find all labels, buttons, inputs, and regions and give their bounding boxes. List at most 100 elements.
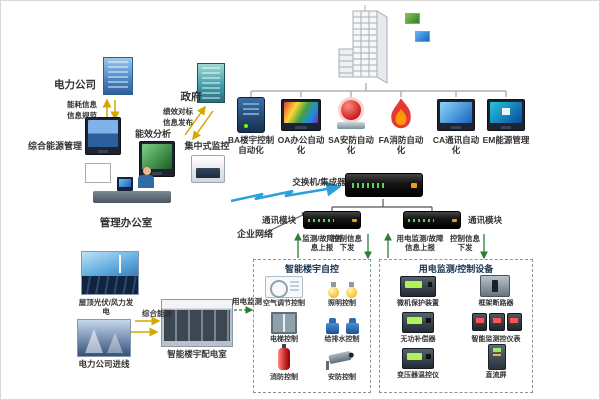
pump-icon <box>345 318 359 334</box>
operator-head-icon <box>143 167 151 175</box>
grid-incoming-label: 电力公司进线 <box>78 359 130 369</box>
elevator-control-label: 电梯控制 <box>270 336 298 343</box>
hvac-control-label: 空气调节控制 <box>263 300 305 307</box>
mgmt-screen <box>88 120 118 147</box>
comm-module-right-icon <box>403 211 461 229</box>
protection-device-icon <box>400 276 436 297</box>
meter-unit <box>489 313 505 331</box>
power-monitoring-label: 用电监测 <box>232 297 262 306</box>
distribution-room-label: 智能楼宇配电室 <box>167 349 227 359</box>
government-label: 政府 <box>180 91 202 103</box>
monitor-stand <box>500 126 512 129</box>
oa-monitor-icon <box>281 99 321 131</box>
bulb-icon <box>327 282 339 298</box>
compensator-icon <box>402 312 434 333</box>
grid-towers-photo <box>77 319 131 357</box>
distribution-room-photo <box>161 299 233 347</box>
efficiency-analysis-label: 能效分析 <box>134 129 171 139</box>
switch-icon <box>345 173 423 197</box>
dc-panel-icon <box>488 344 506 370</box>
em-screen <box>490 102 522 123</box>
building-auto-box: 智能楼宇自控 空气调节控制 照明控制 电梯控制 给排水控制 消防控制 安防控制 <box>253 259 371 393</box>
oa-screen <box>284 102 318 123</box>
camera-mount <box>326 361 329 370</box>
management-office-label: 管理办公室 <box>99 217 153 229</box>
integrated-energy-label: 综合能源 <box>142 309 172 318</box>
monitor-stand <box>295 126 307 129</box>
comm-module-left-icon <box>303 211 361 229</box>
monitor-stand <box>151 172 163 175</box>
ca-screen <box>440 102 472 123</box>
operator-body-icon <box>138 175 154 188</box>
desk-monitor-icon <box>117 177 133 191</box>
flow-report-right-label: 用电监测/故障信息上报 <box>396 234 444 252</box>
lighting-icon <box>324 272 360 298</box>
wireframe-building-icon <box>338 5 388 84</box>
transformer-temp-icon <box>402 348 434 369</box>
transformer-temp-label: 变压器温控仪 <box>397 372 439 379</box>
flow-report-left-label: 监测/故障信息上报 <box>302 234 342 252</box>
system-label-ba: BA楼宇控制自动化 <box>227 135 275 156</box>
projection-screen-icon <box>85 163 111 183</box>
elevator-icon <box>271 312 297 334</box>
bulb-icon <box>345 282 357 298</box>
building-auto-title: 智能楼宇自控 <box>284 264 339 274</box>
fire-extinguisher-icon <box>278 344 290 370</box>
integrated-mgmt-monitor-icon <box>85 117 121 155</box>
system-label-ca: CA通讯自动化 <box>432 135 480 156</box>
desk-icon <box>93 191 171 203</box>
monitor-stand <box>450 126 462 129</box>
rooftop-thumb-blue <box>415 31 430 42</box>
pv-wind-photo <box>81 251 139 295</box>
power-company-building-icon <box>103 57 133 95</box>
smart-meters-icon <box>472 313 522 331</box>
em-monitor-icon <box>487 99 525 131</box>
power-devices-title: 用电监测/控制设备 <box>418 264 494 274</box>
ca-monitor-icon <box>437 99 475 131</box>
alarm-base <box>337 122 365 129</box>
security-camera-icon <box>324 350 360 370</box>
power-devices-box: 用电监测/控制设备 微机保护装置 框架断路器 无功补偿器 智能监测控仪表 变压器… <box>379 259 533 393</box>
system-label-oa: OA办公自动化 <box>277 135 325 156</box>
hvac-unit-icon <box>265 276 303 298</box>
pump-icon <box>325 318 339 334</box>
dc-panel-label: 直流屏 <box>485 372 507 379</box>
energy-info-label: 能耗信息 <box>67 100 97 109</box>
central-monitoring-label: 集中式监控 <box>184 141 230 151</box>
compensator-label: 无功补偿器 <box>400 336 436 343</box>
protection-device-label: 微机保护装置 <box>397 300 439 307</box>
water-pump-icon <box>322 310 362 334</box>
fa-fire-icon <box>385 97 417 133</box>
monitor-stand <box>97 150 109 153</box>
sa-alarm-icon <box>333 99 369 131</box>
power-company-label: 电力公司 <box>54 79 96 91</box>
analysis-screen <box>142 144 172 169</box>
pv-wind-label: 屋顶光伏/风力发电 <box>78 298 134 316</box>
management-office-scene <box>83 157 179 215</box>
system-label-sa: SA安防自动化 <box>328 135 374 156</box>
switch-label: 交换机/集成器 <box>292 177 346 187</box>
smart-meters-label: 智能监测控仪表 <box>471 336 521 343</box>
meter-unit <box>472 313 488 331</box>
central-monitoring-box-icon <box>191 155 225 183</box>
enterprise-network-label: 企业网络 <box>236 229 273 239</box>
comm-module-right-label: 通讯模块 <box>467 215 502 225</box>
flow-control-left-label: 控制信息下发 <box>332 234 362 252</box>
water-control-label: 给排水控制 <box>324 336 360 343</box>
system-label-em: EM能源管理 <box>482 135 530 145</box>
rooftop-thumb-green <box>405 13 420 24</box>
alarm-dome <box>341 100 361 120</box>
security-control-label: 安防控制 <box>328 374 356 381</box>
circuit-breaker-label: 框架断路器 <box>478 300 514 307</box>
comm-module-left-label: 通讯模块 <box>261 215 296 225</box>
government-building-icon <box>197 63 225 103</box>
lighting-control-label: 照明控制 <box>328 300 356 307</box>
fire-control-label: 消防控制 <box>270 374 298 381</box>
ba-server-icon <box>237 97 265 133</box>
flow-control-right-label: 控制信息下发 <box>450 234 480 252</box>
meter-unit <box>506 313 522 331</box>
efficiency-analysis-monitor-icon <box>139 141 175 177</box>
info-publish-label: 信息发布 <box>163 118 193 127</box>
